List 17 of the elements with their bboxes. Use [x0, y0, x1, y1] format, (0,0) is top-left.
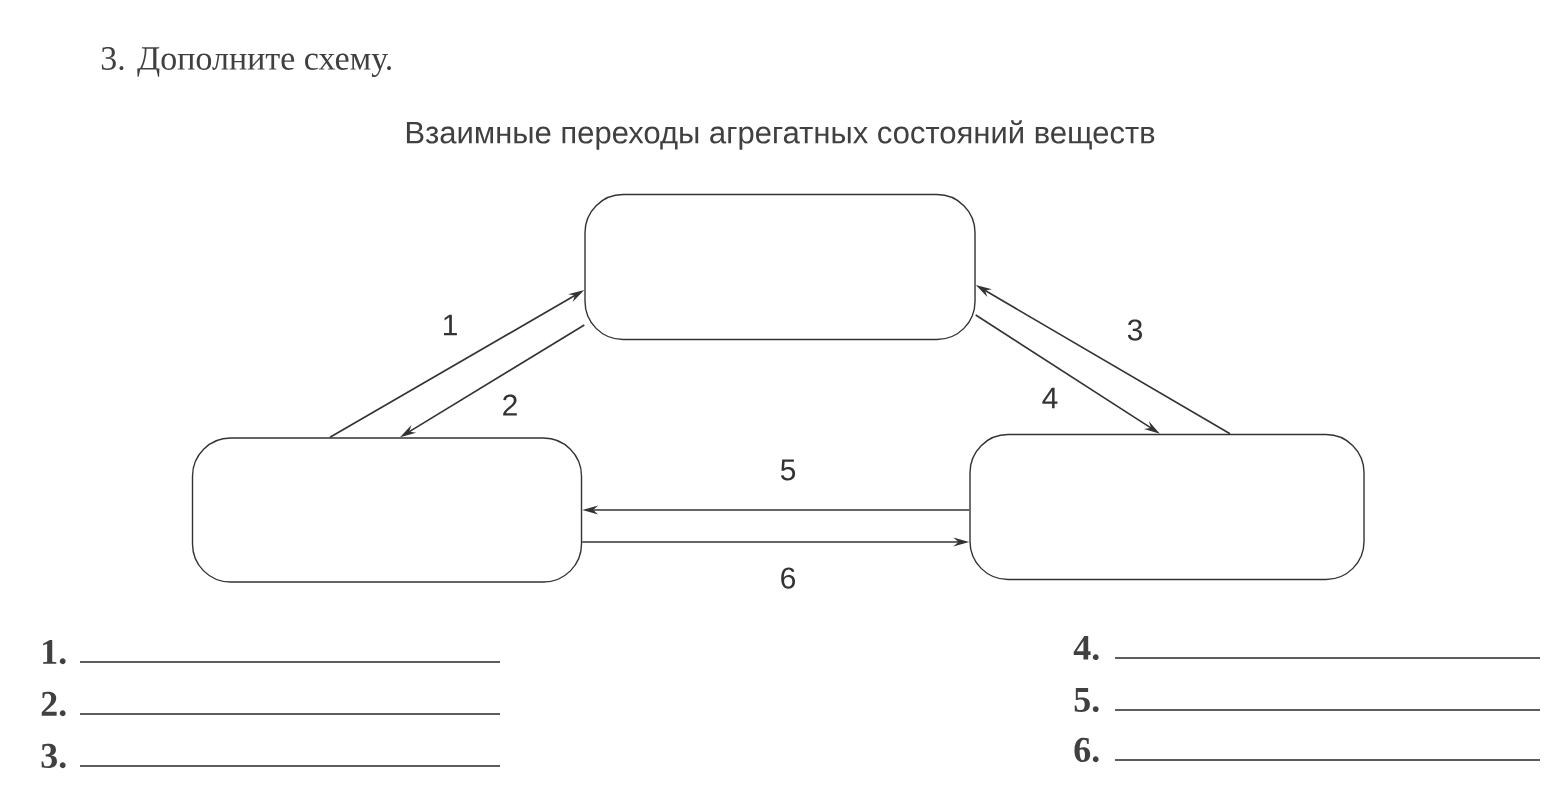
- state-box: [191, 437, 583, 583]
- item-number: 2.: [41, 691, 66, 717]
- state-box: [584, 193, 976, 341]
- edge-label: 3: [1125, 318, 1145, 342]
- item-number: 1.: [43, 639, 66, 665]
- subheading: Взаимные переходы агрегатных состояний веществ: [406, 120, 1155, 150]
- edge-label: 4: [1040, 386, 1060, 410]
- item-number: 3.: [41, 743, 66, 769]
- item-number: 6.: [1074, 737, 1099, 763]
- task-heading: 3. Дополните схему.: [101, 47, 392, 77]
- edge-label: 6: [778, 566, 798, 590]
- item-number: 5.: [1074, 687, 1099, 713]
- edge-label: 1: [440, 313, 460, 337]
- item-number: 4.: [1073, 635, 1099, 661]
- edge-label: 2: [500, 393, 520, 417]
- state-box: [969, 433, 1365, 581]
- edge-label: 5: [778, 458, 798, 482]
